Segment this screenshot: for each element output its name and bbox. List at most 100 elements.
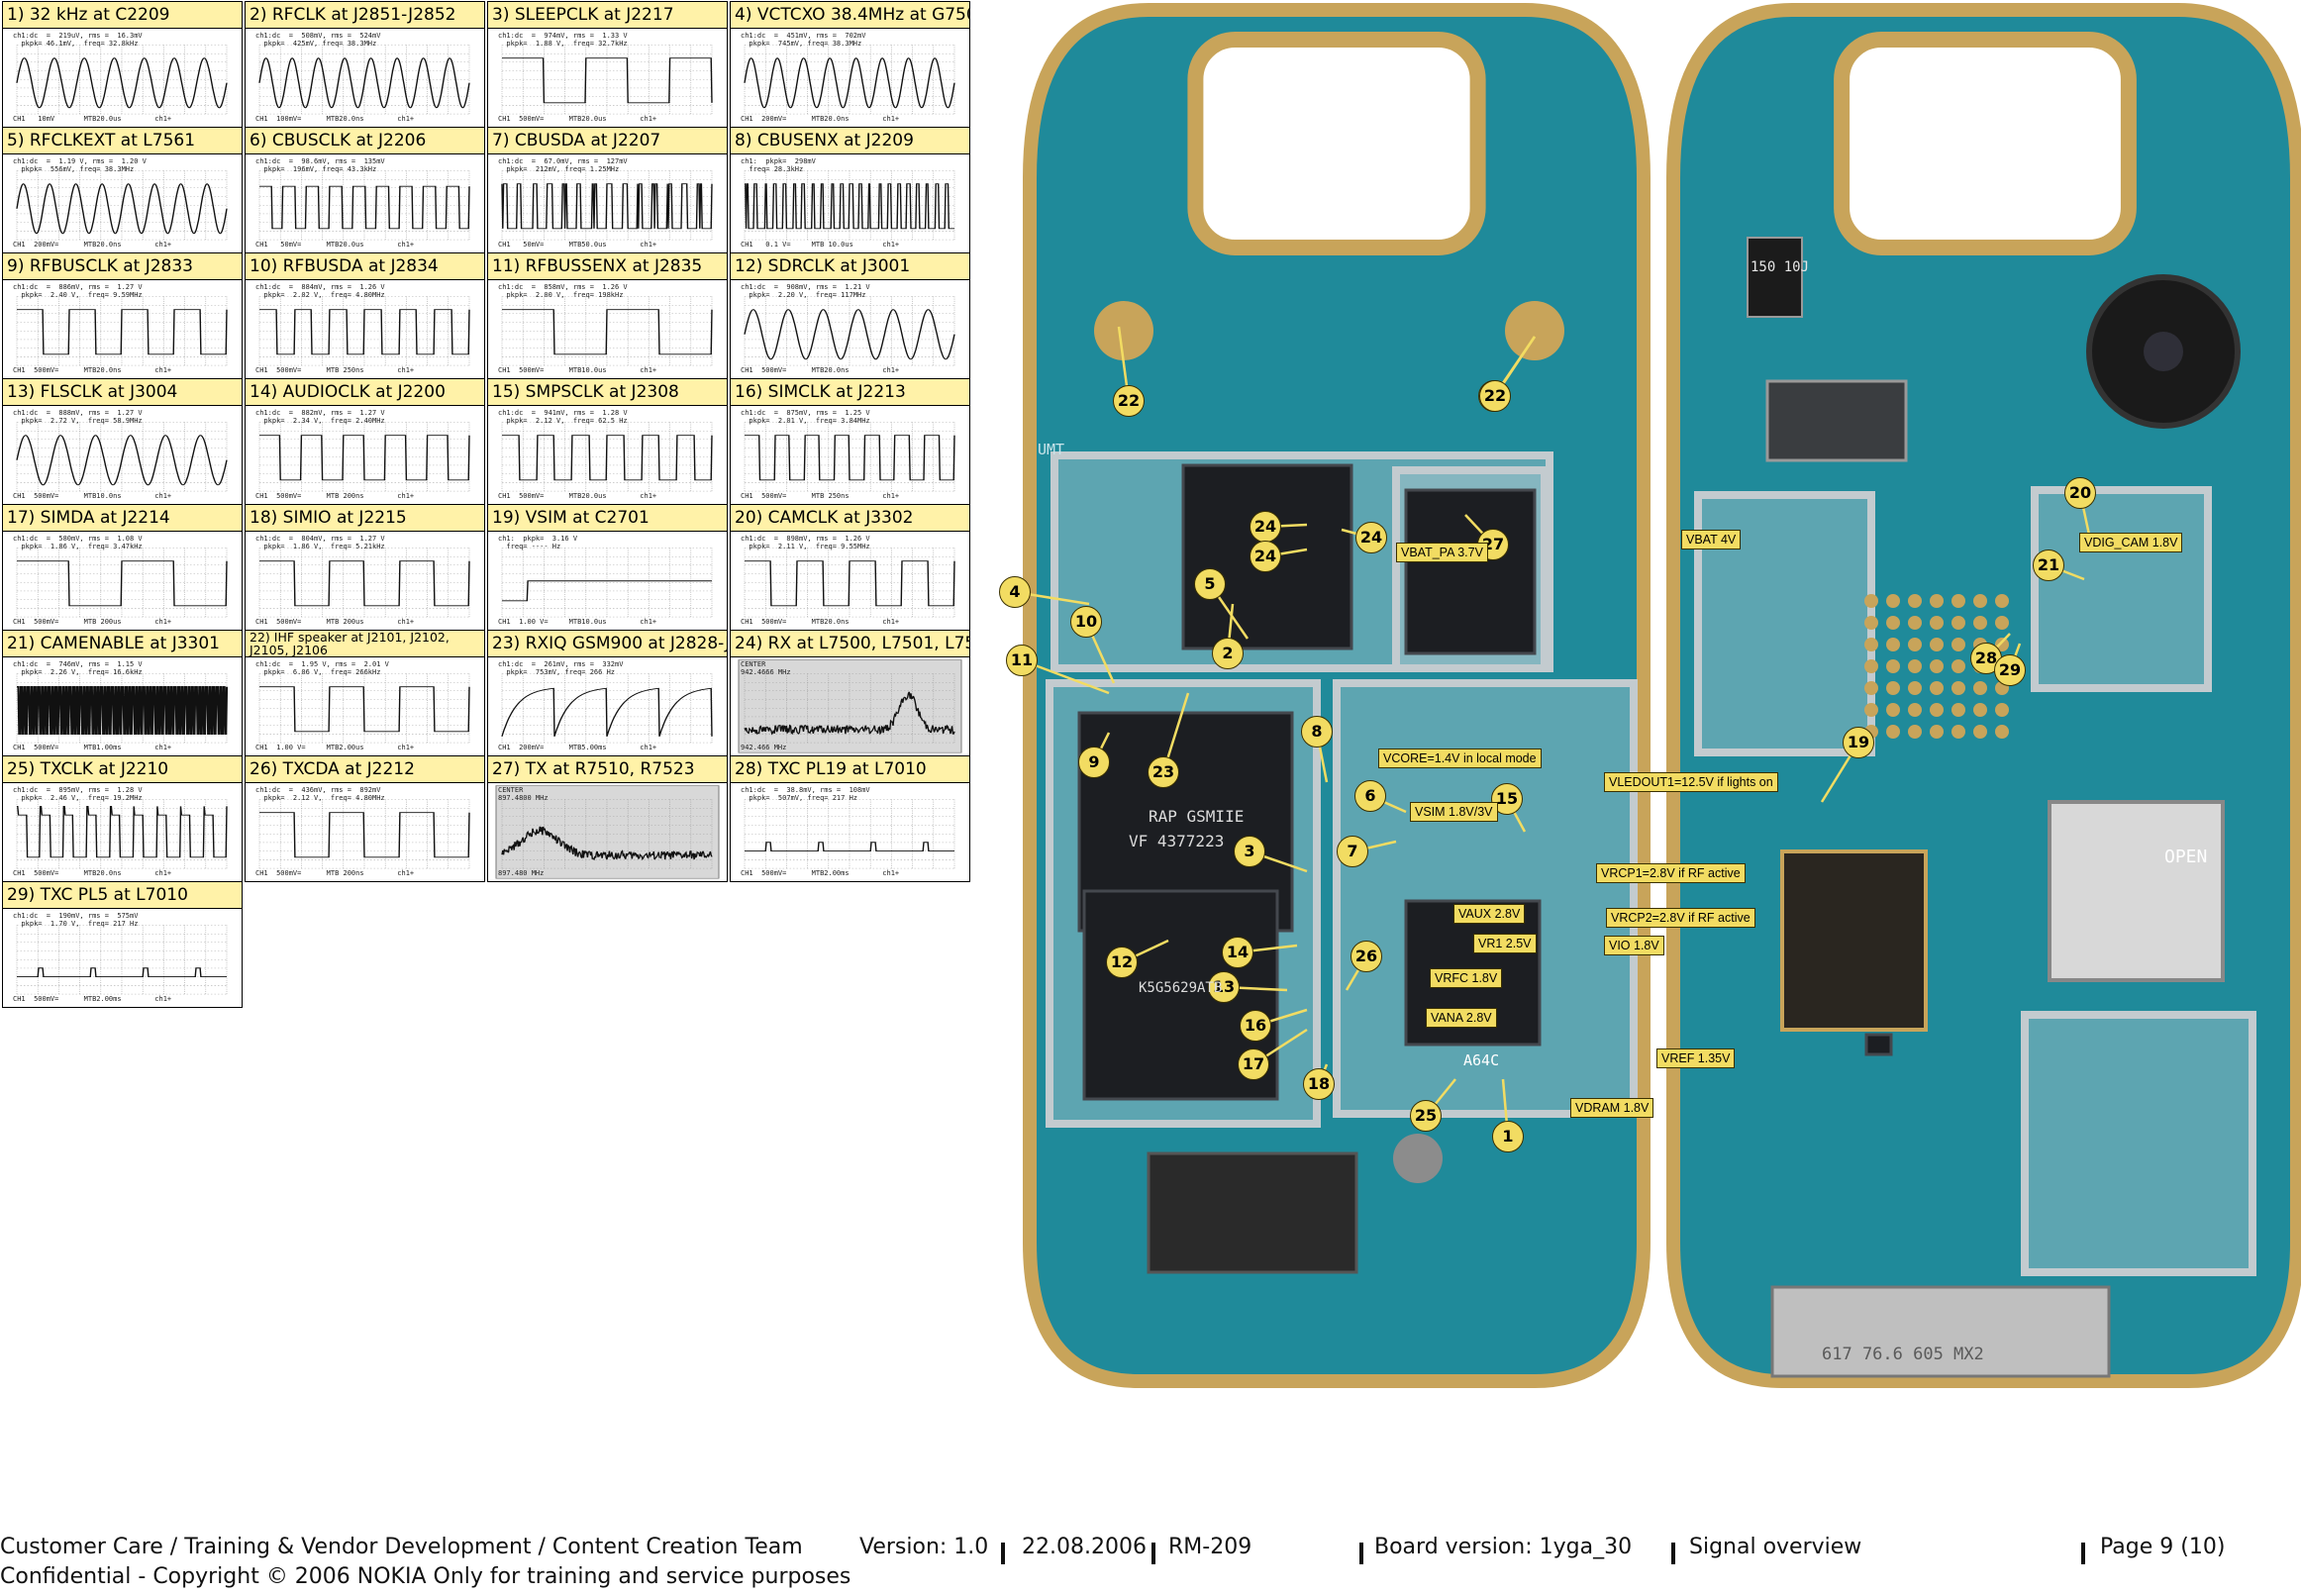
- test-pad: [1951, 681, 1965, 695]
- board-silkscreen-text: UMT: [1038, 441, 1065, 458]
- test-pad: [1864, 638, 1878, 651]
- signal-trace: [259, 309, 470, 355]
- scope-panel-title: 22) IHF speaker at J2101, J2102, J2105, …: [246, 631, 484, 657]
- scope-scale: CH1 500mV= MTB 200ns ch1+: [255, 492, 415, 500]
- scope-trace-area: [501, 673, 713, 744]
- scope-measurement: ch1:dc = 858mV, rms = 1.26 V pkpk= 2.00 …: [498, 283, 628, 299]
- rf-shield-can: [2031, 486, 2212, 692]
- test-point-marker: 23: [1148, 756, 1179, 788]
- scope-measurement: ch1:dc = 884mV, rms = 1.26 V pkpk= 2.02 …: [255, 283, 385, 299]
- test-point-marker: 2: [1212, 638, 1244, 669]
- scope-trace-area: [16, 799, 228, 869]
- test-pad: [1930, 659, 1944, 673]
- scope-trace-area: [501, 296, 713, 366]
- test-pad: [1908, 725, 1922, 739]
- scope-panel-title: 24) RX at L7500, L7501, L7504: [731, 631, 969, 657]
- scope-panel-title: 16) SIMCLK at J2213: [731, 379, 969, 406]
- signal-trace: [17, 309, 228, 355]
- test-pad: [1951, 725, 1965, 739]
- board-silkscreen-text: 617 76.6 605 MX2: [1822, 1345, 1984, 1364]
- scope-scale: CH1 500mV= MTB1.00ms ch1+: [13, 744, 172, 751]
- scope-panel-title: 9) RFBUSCLK at J2833: [3, 253, 242, 280]
- annotation-overlay: 1234567891011121314151617181920212222222…: [999, 259, 2207, 1364]
- scope-scale: CH1 500mV= MTB2.00ms ch1+: [741, 869, 900, 877]
- signal-trace: [501, 183, 713, 230]
- test-pad: [1908, 703, 1922, 717]
- test-point-marker: 6: [1354, 780, 1386, 812]
- test-pad: [1973, 616, 1987, 630]
- signal-trace: [745, 560, 955, 607]
- test-pad: [1930, 594, 1944, 608]
- signal-trace: [501, 826, 713, 861]
- voltage-label: VRCP2=2.8V if RF active: [1606, 908, 1755, 928]
- signal-trace: [17, 805, 228, 858]
- scope-trace-area: [744, 170, 955, 241]
- scope-trace-area: [258, 170, 470, 241]
- scope-scale: CH1 500mV= MTB 250ns ch1+: [255, 366, 415, 374]
- voltage-label: VAUX 2.8V: [1453, 904, 1526, 924]
- scope-measurement: ch1:dc = 895mV, rms = 1.28 V pkpk= 2.46 …: [13, 786, 143, 802]
- scope-panel-title: 7) CBUSDA at J2207: [488, 128, 727, 154]
- test-point-marker: 5: [1194, 568, 1226, 600]
- scope-scale: CH1 500mV= MTB 200us ch1+: [255, 618, 415, 626]
- scope-panel-title: 5) RFCLKEXT at L7561: [3, 128, 242, 154]
- scope-measurement: ch1:dc = 888mV, rms = 1.27 V pkpk= 2.72 …: [13, 409, 143, 425]
- ic-chip: [1864, 1033, 1893, 1056]
- test-pad: [1951, 703, 1965, 717]
- test-pad: [1995, 725, 2009, 739]
- scope-scale: CH1 500mV= MTB 200ns ch1+: [255, 869, 415, 877]
- scope-scale: CH1 1.00 V= MTB2.00us ch1+: [255, 744, 415, 751]
- test-pad: [1930, 703, 1944, 717]
- ic-chip: [1181, 463, 1353, 650]
- test-pad: [1973, 681, 1987, 695]
- system-connector: [1770, 1285, 2111, 1378]
- antenna-pad: [1505, 301, 1564, 360]
- scope-scale: CH1 500mV= MTB10.0us ch1+: [498, 366, 657, 374]
- voltage-label: VRFC 1.8V: [1430, 968, 1503, 988]
- board-silkscreen-text: A64C: [1463, 1051, 1500, 1069]
- scope-panel-title: 12) SDRCLK at J3001: [731, 253, 969, 280]
- footer-section: Signal overview: [1689, 1535, 1862, 1559]
- scope-trace-area: [16, 422, 228, 492]
- footer-team: Customer Care / Training & Vendor Develo…: [0, 1535, 803, 1559]
- scope-panel-title: 27) TX at R7510, R7523: [488, 756, 727, 783]
- test-pad: [1995, 594, 2009, 608]
- scope-panel-title: 20) CAMCLK at J3302: [731, 505, 969, 532]
- voltage-label: VCORE=1.4V in local mode: [1378, 748, 1542, 768]
- scope-panel: 23) RXIQ GSM900 at J2828-J2831ch1:dc = 2…: [487, 630, 728, 756]
- voltage-label: VSIM 1.8V/3V: [1410, 802, 1498, 822]
- voltage-label: VRCP1=2.8V if RF active: [1596, 863, 1746, 883]
- test-point-marker: 20: [2064, 477, 2096, 509]
- test-pad: [1930, 638, 1944, 651]
- test-pad: [1951, 616, 1965, 630]
- sim-card-holder: [2048, 800, 2225, 982]
- test-point-marker: 8: [1301, 716, 1333, 748]
- scope-scale: CH1 500mV= MTB2.00ms ch1+: [13, 995, 172, 1003]
- scope-measurement: ch1:dc = 508mV, rms = 524mV pkpk= 425mV,…: [255, 32, 381, 48]
- scope-panel-title: 14) AUDIOCLK at J2200: [246, 379, 484, 406]
- scope-trace-area: [744, 799, 955, 869]
- scope-trace-area: [501, 548, 713, 618]
- signal-trace: [501, 687, 713, 737]
- test-pad: [1886, 616, 1900, 630]
- scope-scale: CH1 500mV= MTB20.0ns ch1+: [741, 366, 900, 374]
- test-point-marker: 1: [1492, 1121, 1524, 1152]
- footer-separator: [2081, 1543, 2085, 1564]
- signal-trace: [259, 812, 470, 858]
- scope-panel-title: 2) RFCLK at J2851-J2852: [246, 2, 484, 29]
- scope-scale: CH1 500mV= MTB20.0ns ch1+: [13, 869, 172, 877]
- scope-trace-area: [738, 659, 962, 753]
- scope-panel: 2) RFCLK at J2851-J2852 ch1:dc = 508mV, r…: [245, 1, 485, 128]
- test-point-marker: 9: [1078, 747, 1110, 778]
- test-point-marker: 28: [1970, 643, 2002, 674]
- board-silkscreen-text: 150 10J: [1751, 259, 1810, 275]
- scope-panel-title: 23) RXIQ GSM900 at J2828-J2831: [488, 631, 727, 657]
- footer-copyright: Confidential - Copyright © 2006 NOKIA On…: [0, 1564, 851, 1589]
